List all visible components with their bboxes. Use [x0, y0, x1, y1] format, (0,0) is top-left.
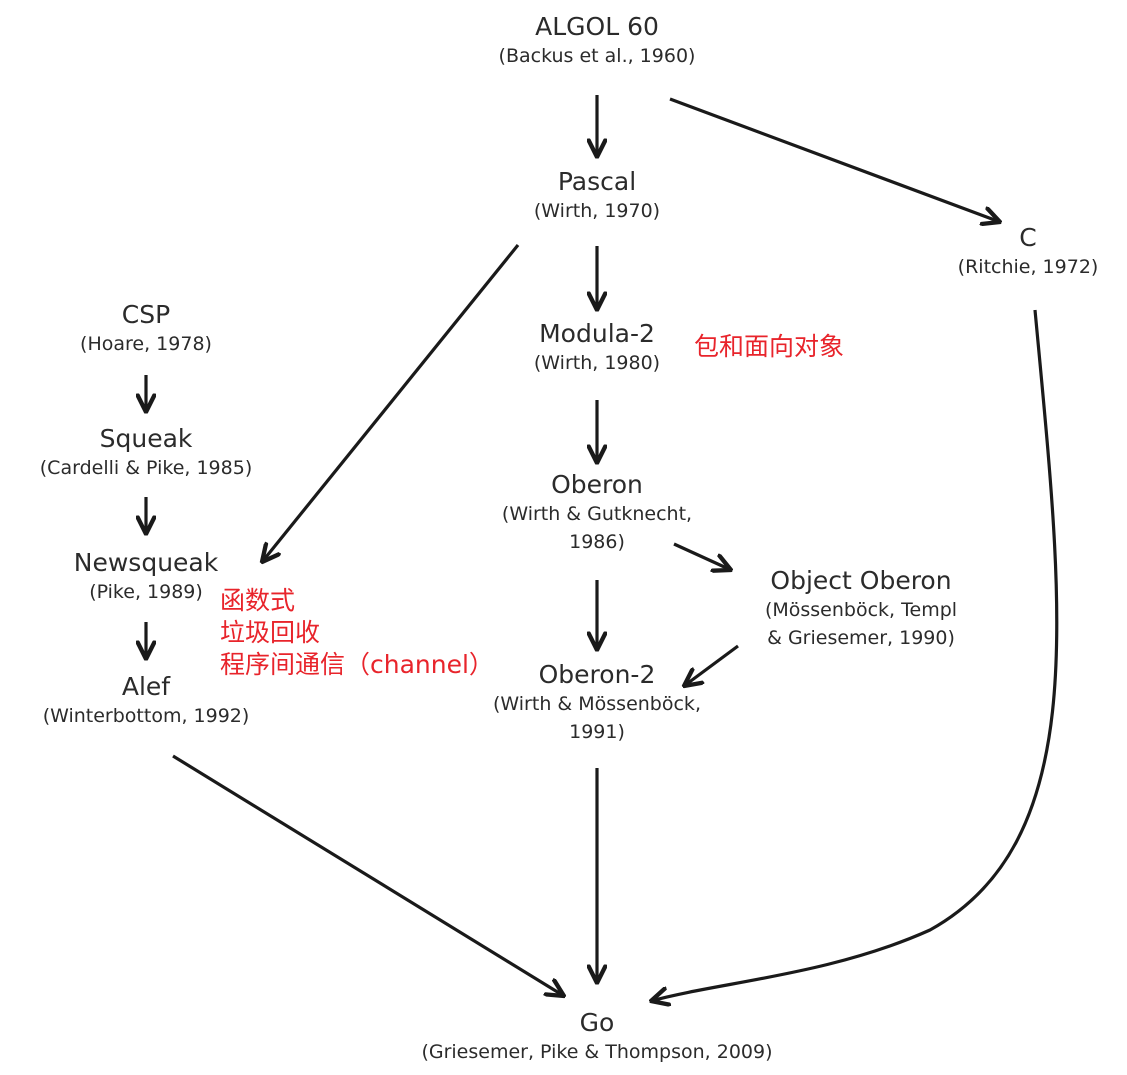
node-oberon-2: Oberon-2 (Wirth & Mössenböck, 1991): [447, 660, 747, 746]
edge-pascal-newsqueak: [262, 243, 520, 562]
node-name: Go: [579, 1008, 615, 1037]
edge-alef-go: [172, 754, 564, 996]
node-name: Alef: [121, 672, 171, 701]
node-alef: Alef (Winterbottom, 1992): [0, 672, 292, 730]
node-newsqueak: Newsqueak (Pike, 1989): [16, 548, 276, 606]
node-citation: 1991): [569, 721, 625, 743]
annotation-line: 函数式: [220, 586, 296, 615]
node-name: ALGOL 60: [535, 12, 659, 41]
node-citation: (Wirth, 1980): [533, 352, 661, 374]
edge-algol-c: [669, 97, 1000, 222]
node-name: Object Oberon: [770, 566, 952, 595]
node-citation: (Ritchie, 1972): [957, 256, 1099, 278]
node-object-oberon: Object Oberon (Mössenböck, Templ & Gries…: [716, 566, 1006, 652]
node-citation: (Hoare, 1978): [80, 333, 212, 355]
node-citation: (Mössenböck, Templ: [764, 599, 958, 621]
node-name: Pascal: [557, 167, 637, 196]
node-pascal: Pascal (Wirth, 1970): [447, 167, 747, 225]
annotation-modula-2: 包和面向对象: [694, 331, 844, 363]
node-citation: 1986): [569, 531, 625, 553]
node-name: Modula-2: [539, 319, 655, 348]
node-citation: (Cardelli & Pike, 1985): [39, 457, 253, 479]
annotation-line: 垃圾回收: [220, 618, 321, 647]
node-name: Oberon: [551, 470, 643, 499]
node-csp: CSP (Hoare, 1978): [46, 300, 246, 358]
node-name: Oberon-2: [538, 660, 656, 689]
node-oberon: Oberon (Wirth & Gutknecht, 1986): [447, 470, 747, 556]
edge-c-go: [651, 309, 1059, 1001]
node-algol-60: ALGOL 60 (Backus et al., 1960): [447, 12, 747, 70]
node-citation: (Griesemer, Pike & Thompson, 2009): [421, 1041, 773, 1063]
annotation-text: 包和面向对象: [694, 332, 845, 361]
node-name: CSP: [121, 300, 171, 329]
node-citation: (Wirth & Mössenböck,: [493, 693, 701, 715]
node-modula-2: Modula-2 (Wirth, 1980): [447, 319, 747, 377]
node-citation: (Backus et al., 1960): [498, 45, 696, 67]
node-squeak: Squeak (Cardelli & Pike, 1985): [0, 424, 292, 482]
node-go: Go (Griesemer, Pike & Thompson, 2009): [347, 1008, 847, 1066]
node-name: Squeak: [99, 424, 193, 453]
node-citation: (Pike, 1989): [89, 581, 203, 603]
node-citation: (Wirth, 1970): [533, 200, 661, 222]
node-name: Newsqueak: [73, 548, 219, 577]
node-name: C: [1019, 223, 1037, 252]
edge-oberon-objoberon: [673, 542, 731, 570]
edge-objoberon-oberon2: [684, 644, 739, 686]
annotation-line: 程序间通信（channel）: [220, 650, 494, 679]
node-citation: (Wirth & Gutknecht,: [501, 503, 693, 525]
annotation-newsqueak: 函数式 垃圾回收 程序间通信（channel）: [220, 585, 494, 681]
node-citation: & Griesemer, 1990): [767, 627, 955, 649]
node-c: C (Ritchie, 1972): [928, 223, 1127, 281]
node-citation: (Winterbottom, 1992): [42, 705, 250, 727]
